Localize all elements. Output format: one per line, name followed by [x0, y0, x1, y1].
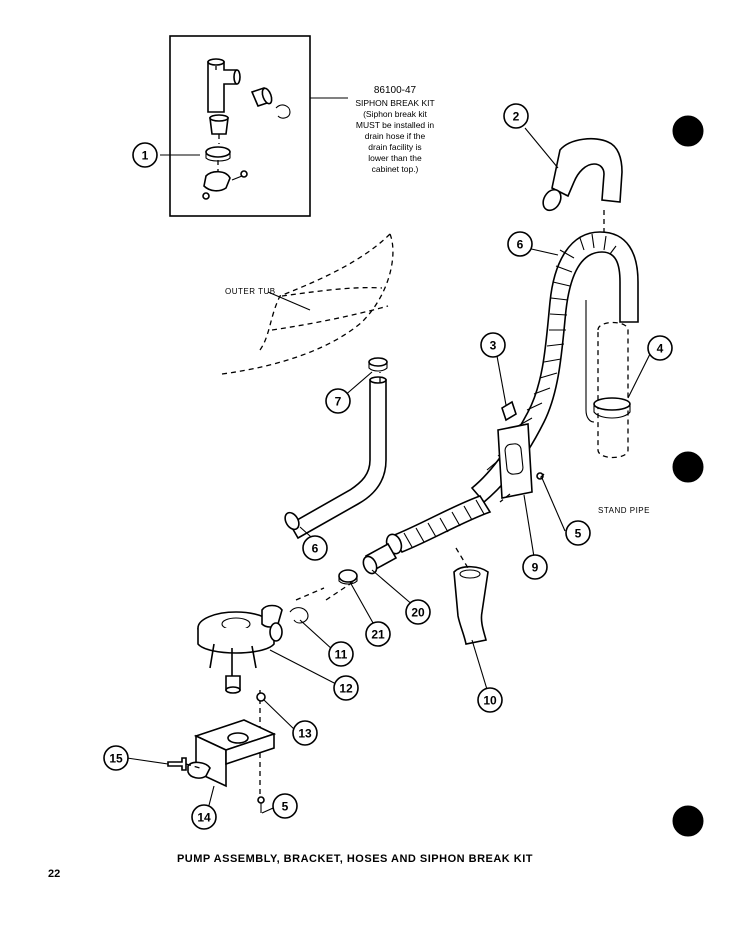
pump-outlet-hose [338, 495, 492, 585]
callout-number: 5 [282, 800, 289, 814]
binder-hole-top [672, 115, 704, 147]
siphon-break-kit-box [169, 35, 311, 217]
outer-tub-leader [267, 291, 311, 311]
callout: 11 [328, 641, 354, 667]
callout: 10 [477, 687, 503, 713]
kit-text-line: lower than the [368, 153, 422, 163]
callout: 6 [302, 535, 328, 561]
callout-number: 14 [197, 811, 211, 825]
bracket-screw [257, 796, 265, 804]
binder-hole-bottom [672, 805, 704, 837]
kit-text-line: drain facility is [368, 142, 421, 152]
kit-part-number: 86100-47 [374, 85, 417, 96]
page-number: 22 [48, 868, 60, 880]
kit-text-line: (Siphon break kit [363, 109, 427, 119]
callout: 9 [522, 554, 548, 580]
binder-hole-middle [672, 451, 704, 483]
hose-retainer [501, 400, 517, 422]
callout-number: 11 [335, 648, 348, 662]
kit-text-line: SIPHON BREAK KIT [355, 98, 434, 108]
kit-text-line: cabinet top.) [372, 164, 419, 174]
hose-guide [453, 565, 489, 645]
callout-number: 10 [483, 694, 497, 708]
callout-leaders [126, 127, 651, 814]
callout: 20 [405, 599, 431, 625]
callout-number: 3 [490, 339, 497, 353]
stand-pipe [585, 300, 631, 459]
callout-number: 6 [312, 542, 319, 556]
callout-number: 15 [109, 752, 123, 766]
assembly-line [259, 372, 545, 800]
stand-pipe-label: STAND PIPE [598, 506, 650, 515]
bracket-bolt [167, 757, 187, 771]
callout-number: 13 [298, 727, 312, 741]
callout-number: 21 [371, 628, 385, 642]
kit-text-block: 86100-47 SIPHON BREAK KIT (Siphon break … [355, 85, 434, 174]
callout-number: 6 [517, 238, 524, 252]
kit-text-line: MUST be installed in [356, 120, 435, 130]
callout: 6 [507, 231, 533, 257]
outer-tub-label: OUTER TUB [225, 287, 276, 296]
drain-hose-elbow [542, 137, 623, 232]
diagram-caption: PUMP ASSEMBLY, BRACKET, HOSES AND SIPHON… [177, 853, 533, 865]
callout: 15 [103, 745, 129, 771]
callout: 12 [333, 675, 359, 701]
pump-clip [289, 607, 309, 624]
hose-bracket [497, 423, 544, 499]
pump-bracket [187, 719, 277, 788]
callout-number: 12 [339, 682, 353, 696]
pump-screw [256, 692, 266, 702]
callout: 7 [325, 388, 351, 414]
callout: 14 [191, 804, 217, 830]
callout-number: 1 [142, 149, 149, 163]
callout: 13 [292, 720, 318, 746]
callout-number: 5 [575, 527, 582, 541]
callout-number: 4 [657, 342, 664, 356]
callout-number: 20 [411, 606, 425, 620]
callout: 21 [365, 621, 391, 647]
callout-number: 7 [335, 395, 342, 409]
callout: 5 [272, 793, 298, 819]
corrugated-drain-hose [470, 231, 639, 504]
callout: 2 [503, 103, 529, 129]
callout: 3 [480, 332, 506, 358]
callout: 5 [565, 520, 591, 546]
internal-hose [284, 357, 388, 540]
callout-number: 2 [513, 110, 520, 124]
callout: 4 [647, 335, 673, 361]
callout: 1 [132, 142, 158, 168]
outer-tub [221, 233, 394, 375]
drain-pump [197, 604, 283, 694]
kit-text-line: drain hose if the [365, 131, 426, 141]
callout-number: 9 [532, 561, 539, 575]
